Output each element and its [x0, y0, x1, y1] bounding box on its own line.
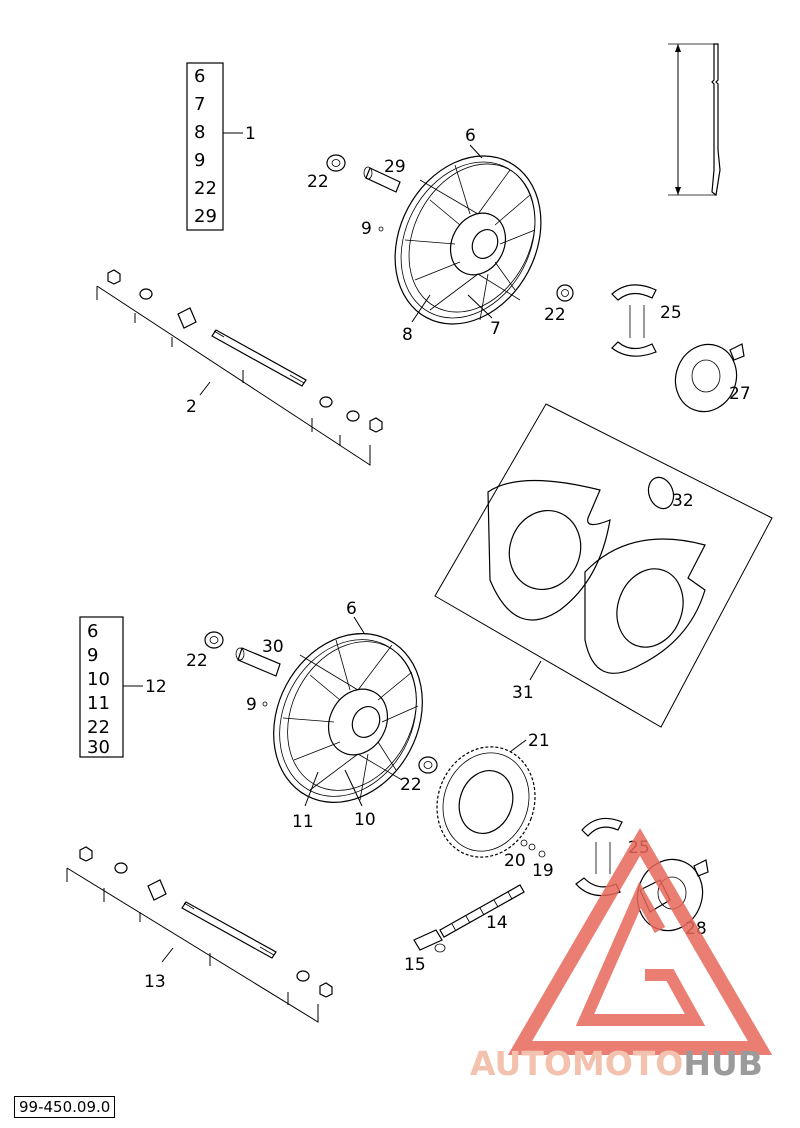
callout-11: 11 — [292, 812, 314, 832]
rear-wheel-spokes — [282, 639, 419, 801]
front-wheel: 6 8 7 — [394, 126, 542, 345]
callout-32: 32 — [672, 491, 694, 511]
kit-item: 6 — [194, 66, 205, 87]
callout-9: 9 — [246, 695, 257, 715]
callout-21: 21 — [528, 731, 550, 751]
callout-19: 19 — [532, 861, 554, 881]
callout-22: 22 — [307, 172, 329, 192]
sprocket-nuts-19-20: 20 19 — [504, 839, 554, 881]
callout-8: 8 — [402, 325, 413, 345]
axle-assembly-13: 13 — [66, 846, 333, 1023]
kit-item: 6 — [87, 621, 98, 642]
kit-item: 9 — [87, 645, 98, 666]
callout-22: 22 — [544, 305, 566, 325]
callout-20: 20 — [504, 851, 526, 871]
callout-14: 14 — [486, 913, 508, 933]
kit-box-1: 6 7 8 9 22 29 1 — [186, 62, 256, 231]
screw-9-lower: 9 — [246, 695, 268, 715]
chain-link-15: 15 — [404, 929, 446, 975]
kit-box-12: 6 9 10 11 22 30 12 — [79, 616, 167, 758]
chain-14: 14 — [439, 884, 525, 938]
callout-30: 30 — [262, 637, 284, 657]
screw-9-upper: 9 — [361, 219, 384, 239]
callout-1: 1 — [245, 124, 256, 144]
callout-25: 25 — [660, 303, 682, 323]
callout-7: 7 — [490, 319, 501, 339]
kit-item: 10 — [87, 669, 110, 690]
callout-22: 22 — [186, 651, 208, 671]
axle-assembly-2: 2 — [96, 269, 383, 466]
front-wheel-spokes — [404, 164, 536, 321]
watermark-text-auto: AUTOMOTOHUB — [470, 1044, 763, 1083]
callout-22: 22 — [400, 775, 422, 795]
callout-10: 10 — [354, 810, 376, 830]
drive-plates-31: 32 31 — [434, 403, 773, 728]
kit-item: 29 — [194, 206, 217, 227]
kit-item: 11 — [87, 693, 110, 714]
spacer-29: 29 — [363, 157, 406, 193]
callout-29: 29 — [384, 157, 406, 177]
kit-item: 22 — [194, 178, 217, 199]
bearing-22-lower-left: 22 — [186, 631, 224, 671]
callout-9: 9 — [361, 219, 372, 239]
bearing-22-upper-left: 22 — [307, 154, 346, 192]
kit-item: 30 — [87, 737, 110, 758]
bearing-22-upper-right: 22 — [544, 284, 574, 325]
brake-plate-27: 27 — [674, 343, 751, 413]
spacer-30: 30 — [235, 637, 284, 677]
sprocket-21: 21 — [436, 731, 550, 858]
callout-13: 13 — [144, 972, 166, 992]
callout-12: 12 — [145, 677, 167, 697]
callout-6: 6 — [346, 599, 357, 619]
kit-item: 9 — [194, 150, 205, 171]
automotohub-watermark: AUTOMOTOHUB — [470, 828, 773, 1083]
circlip-32: 32 — [647, 476, 694, 511]
rear-wheel: 6 11 10 — [273, 599, 423, 832]
document-code: 99-450.09.0 — [14, 1096, 116, 1118]
brake-shoes-25-upper: 25 — [611, 284, 682, 357]
callout-31: 31 — [512, 683, 534, 703]
callout-27: 27 — [729, 384, 751, 404]
callout-2: 2 — [186, 397, 197, 417]
callout-6: 6 — [465, 126, 476, 146]
bearing-22-lower-right: 22 — [400, 756, 438, 795]
kit-item: 8 — [194, 122, 205, 143]
spoke-dimension — [668, 43, 721, 197]
kit-item: 7 — [194, 94, 205, 115]
kit-item: 22 — [87, 717, 110, 738]
callout-15: 15 — [404, 955, 426, 975]
